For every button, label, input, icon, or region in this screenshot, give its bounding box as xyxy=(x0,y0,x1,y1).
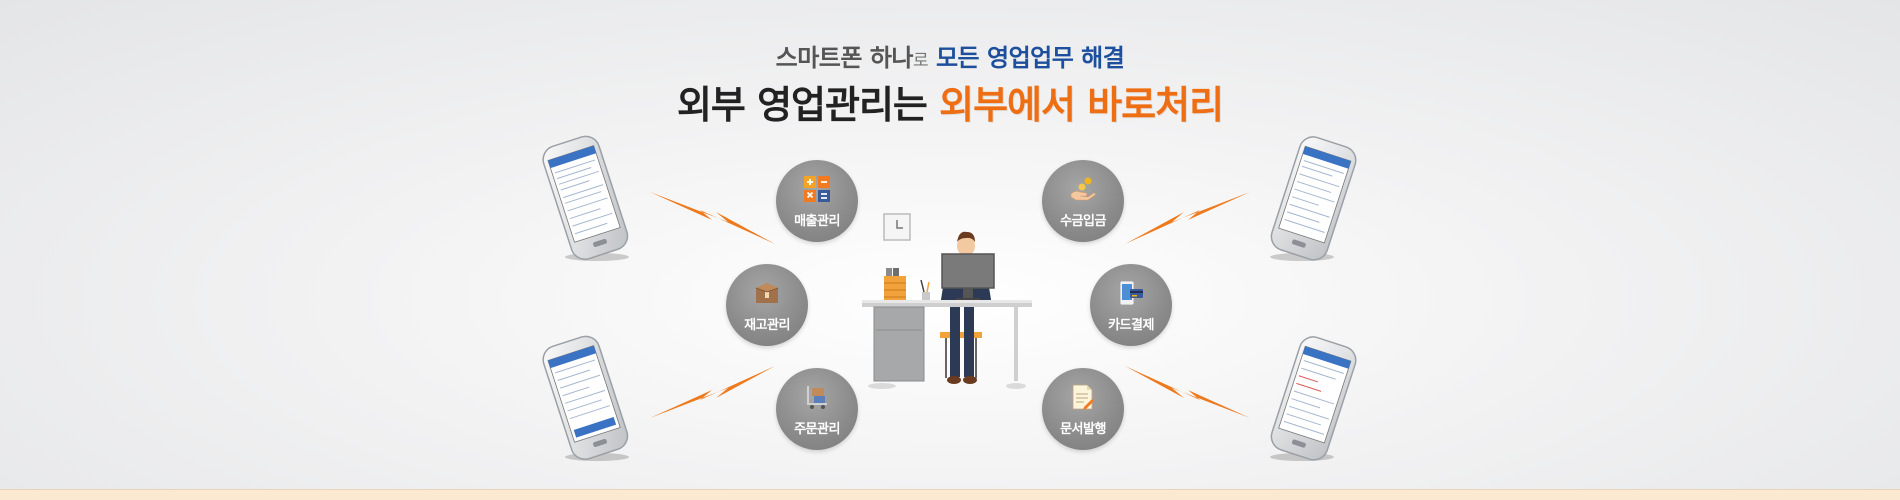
smartphone-top-left xyxy=(542,135,629,261)
feature-card: 카드결제 xyxy=(1090,264,1172,346)
lightning-bolt-icon xyxy=(1125,366,1250,418)
coin-hand-icon xyxy=(1070,177,1096,201)
feature-collection-label: 수금입금 xyxy=(1060,214,1106,229)
bottom-strip xyxy=(0,489,1900,500)
headline-subtitle: 스마트폰 하나로 모든 영업업무 해결 xyxy=(0,38,1900,73)
feature-card-label: 카드결제 xyxy=(1108,318,1154,333)
feature-inventory: 재고관리 xyxy=(726,264,808,346)
headline-title-part2: 외부에서 바로처리 xyxy=(939,83,1224,127)
document-icon xyxy=(1072,384,1094,410)
smartphone-bottom-left xyxy=(542,335,629,461)
lightning-bolt-icon xyxy=(650,192,775,244)
headline-title-part1: 외부 영업관리는 xyxy=(676,83,940,127)
feature-inventory-label: 재고관리 xyxy=(744,318,790,333)
feature-collection: 수금입금 xyxy=(1042,160,1124,242)
feature-sales: 매출관리 xyxy=(776,160,858,242)
smartphone-top-right xyxy=(1270,136,1357,261)
feature-orders: 주문관리 xyxy=(776,368,858,450)
feature-orders-label: 주문관리 xyxy=(794,422,840,437)
cart-icon xyxy=(807,386,827,409)
feature-documents: 문서발행 xyxy=(1042,368,1124,450)
calculator-icon xyxy=(804,176,830,202)
card-payment-icon xyxy=(1119,280,1143,306)
lightning-bolt-icon xyxy=(1125,192,1250,244)
headline-subtitle-part3: 모든 영업업무 해결 xyxy=(928,44,1125,72)
box-icon xyxy=(755,283,779,303)
headline-title: 외부 영업관리는 외부에서 바로처리 xyxy=(0,74,1900,129)
headline-subtitle-part1: 스마트폰 하나 xyxy=(775,44,914,72)
headline-subtitle-part2: 로 xyxy=(912,51,929,71)
feature-documents-label: 문서발행 xyxy=(1060,422,1106,437)
lightning-bolt-icon xyxy=(650,366,775,418)
file-sorter-icon xyxy=(884,276,906,306)
feature-sales-label: 매출관리 xyxy=(794,214,840,229)
office-worker-illustration xyxy=(862,213,1032,389)
clock-icon xyxy=(883,213,911,241)
smartphone-bottom-right xyxy=(1270,336,1357,461)
